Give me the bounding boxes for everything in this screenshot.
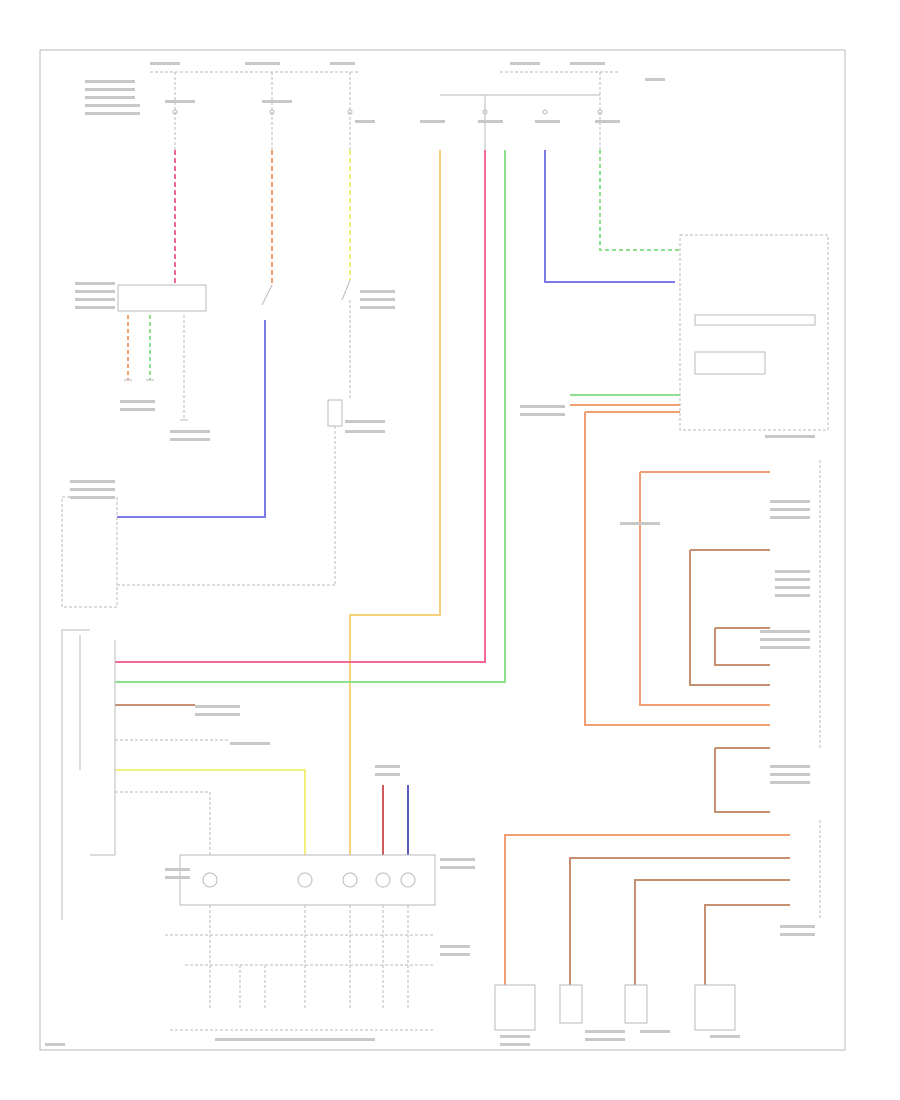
wire-tan-bottom-4	[704, 904, 790, 985]
label-marks	[45, 62, 815, 1046]
connector-terminal	[342, 872, 358, 888]
relay-box	[117, 284, 207, 312]
cluster-transceiver	[694, 351, 766, 375]
wire-tan-bottom-1	[504, 834, 790, 990]
wire-blue-cluster	[544, 150, 675, 283]
cluster-inner-bar	[694, 314, 816, 326]
fuse-block-mid	[327, 399, 343, 427]
steering-switch-lines	[165, 905, 435, 1031]
component-box-1	[494, 984, 536, 1031]
fuse-symbol	[172, 109, 603, 115]
connector-terminal	[375, 872, 391, 888]
wire-green-long	[115, 150, 506, 683]
wire-tan-right-1	[639, 472, 770, 706]
ground-symbol	[124, 379, 188, 421]
wire-yellow-module	[115, 769, 306, 880]
wire-tan-right-3	[714, 628, 770, 666]
connector-terminal	[400, 872, 416, 888]
main-module-bracket	[61, 629, 115, 920]
connector-terminal	[202, 872, 218, 888]
component-box-4	[694, 984, 736, 1031]
wire-pink-long	[115, 150, 486, 663]
wire-tan-bottom-2	[569, 857, 790, 985]
top-power-bus	[150, 71, 620, 150]
wire-yellow-orange-long	[349, 150, 441, 880]
component-box-2	[559, 984, 583, 1024]
connector-terminal	[297, 872, 313, 888]
left-module	[61, 496, 118, 608]
instrument-cluster	[679, 234, 829, 431]
switch-contact	[261, 279, 351, 306]
wire-tan-right-2	[689, 550, 770, 686]
diagram-frame	[39, 49, 846, 1051]
wire-blue-left	[115, 320, 266, 518]
wire-tan-cluster-3	[584, 411, 770, 726]
wire-gray-module-2	[115, 791, 211, 880]
component-box-3	[624, 984, 648, 1024]
wire-tan-rt-mid	[714, 748, 770, 813]
wire-tan-bottom-3	[634, 879, 790, 985]
